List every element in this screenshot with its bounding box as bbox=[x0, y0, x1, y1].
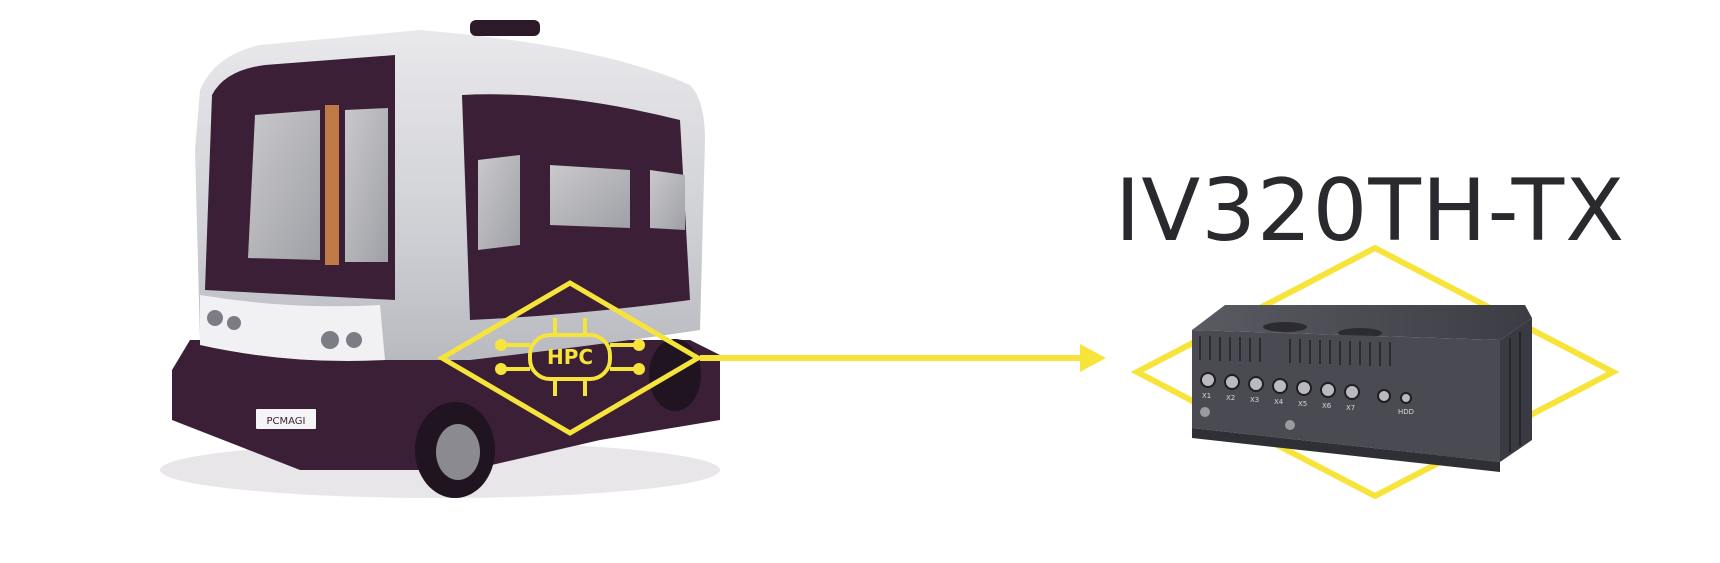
hpc-diamond bbox=[437, 280, 703, 436]
port-labels: X1 X2 X3 X4 X5 X6 X7 HDD bbox=[1202, 392, 1414, 416]
front-window-left bbox=[248, 110, 320, 260]
license-plate bbox=[254, 407, 318, 431]
svg-text:X2: X2 bbox=[1226, 394, 1235, 402]
svg-text:X3: X3 bbox=[1250, 396, 1259, 404]
hpc-badge: HPC bbox=[437, 280, 703, 436]
device-section: X1 X2 X3 X4 X5 X6 X7 HDD bbox=[1130, 244, 1620, 500]
top-vent-left bbox=[1263, 322, 1307, 332]
arrow-right-icon bbox=[700, 344, 1106, 372]
antenna-port-center bbox=[1285, 420, 1295, 430]
svg-text:X1: X1 bbox=[1202, 392, 1211, 400]
product-model-title: IV320TH-TX bbox=[1115, 161, 1626, 261]
side-window-3 bbox=[650, 170, 685, 230]
headlight-left-2 bbox=[227, 316, 241, 330]
front-wheel-hub bbox=[436, 424, 480, 480]
headlight-right-1 bbox=[321, 331, 339, 349]
device-base bbox=[1192, 428, 1500, 472]
antenna-port-left bbox=[1200, 407, 1210, 417]
headlight-right-2 bbox=[346, 332, 362, 348]
front-window-right bbox=[345, 108, 388, 262]
side-window-2 bbox=[550, 165, 630, 228]
embedded-computer: X1 X2 X3 X4 X5 X6 X7 HDD bbox=[1192, 305, 1532, 472]
svg-text:X5: X5 bbox=[1298, 400, 1307, 408]
headlight-left-1 bbox=[207, 310, 223, 326]
rear-wheel bbox=[649, 339, 701, 411]
side-window-1 bbox=[478, 155, 520, 250]
hpc-badge-text: HPC bbox=[547, 345, 593, 369]
svg-text:HDD: HDD bbox=[1398, 408, 1414, 416]
roof-sensor bbox=[470, 20, 540, 36]
front-bumper-panel bbox=[200, 295, 385, 361]
device-side-panel bbox=[1500, 318, 1532, 462]
svg-text:X4: X4 bbox=[1274, 398, 1284, 406]
license-plate-text: PCMAGI bbox=[266, 416, 305, 427]
door-handle-bar bbox=[325, 105, 339, 265]
circuit-chip-icon bbox=[495, 318, 645, 396]
autonomous-shuttle: PCMAGI bbox=[160, 20, 720, 498]
svg-text:X7: X7 bbox=[1346, 404, 1355, 412]
svg-text:X6: X6 bbox=[1322, 402, 1332, 410]
io-ports bbox=[1200, 372, 1412, 404]
front-heat-fins bbox=[1199, 336, 1391, 366]
